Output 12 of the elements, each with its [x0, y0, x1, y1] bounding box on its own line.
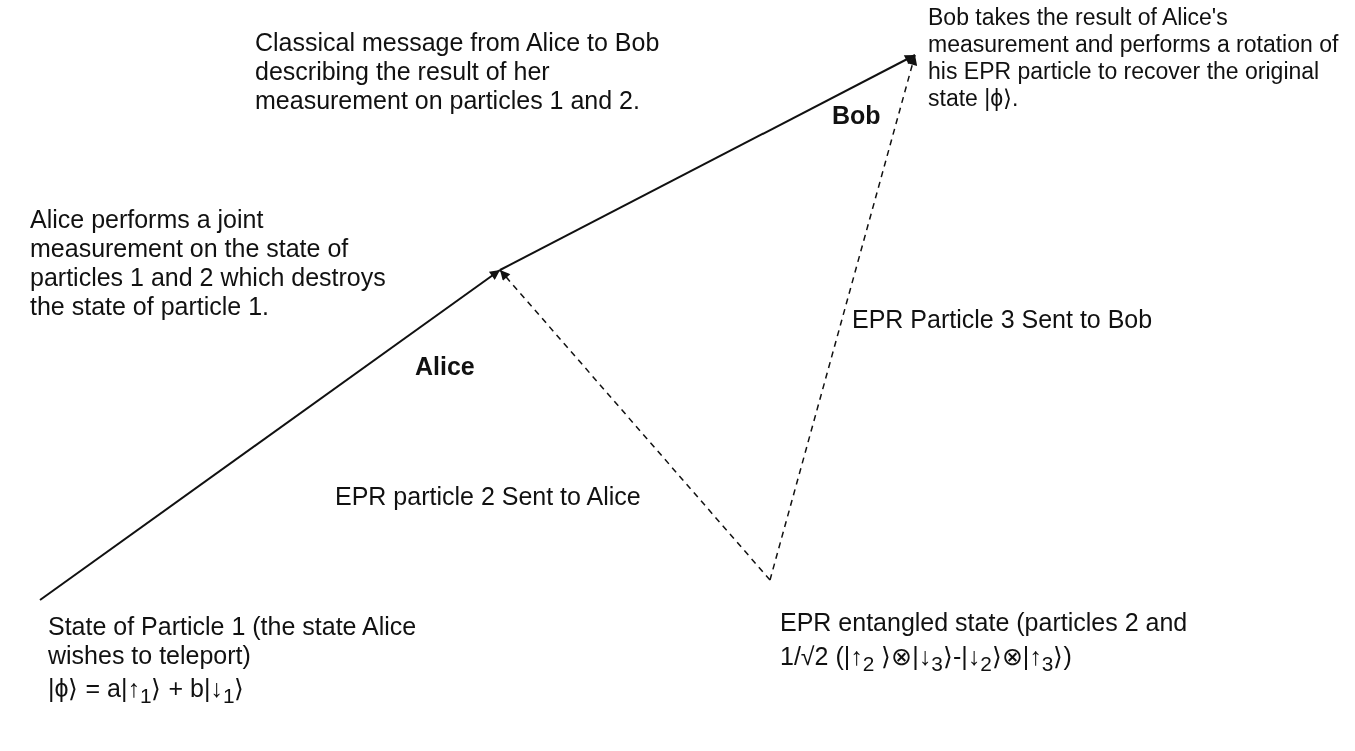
arrow [39, 269, 501, 601]
annotation-text: Alice performs a joint measurement on the state of particles 1 and 2 which destroys the state of particle 1. [30, 205, 387, 321]
arrow [769, 54, 918, 581]
source-description: EPR entangled state (particles 2 and [780, 608, 1189, 637]
state-formula: 1/√2 (|↑$_{2}$ ⟩⊗|↓$_{3}$⟩-|↓$_{2}$⟩⊗|↑$_{3}$⟩) [780, 642, 1073, 677]
event-label: Alice [415, 352, 476, 381]
arrow [499, 269, 771, 581]
state-formula: |ϕ⟩ = a|↑$_{1}$⟩ + b|↓$_{1}$⟩ [48, 674, 246, 709]
state-description: State of Particle 1 (the state Alice wishes to teleport) [48, 612, 418, 670]
arrow [499, 54, 916, 271]
annotation-text: Bob takes the result of Alice's measurement and performs a rotation of his EPR particle to recover the original state |ϕ⟩. [928, 4, 1340, 112]
event-label: Bob [832, 101, 882, 130]
